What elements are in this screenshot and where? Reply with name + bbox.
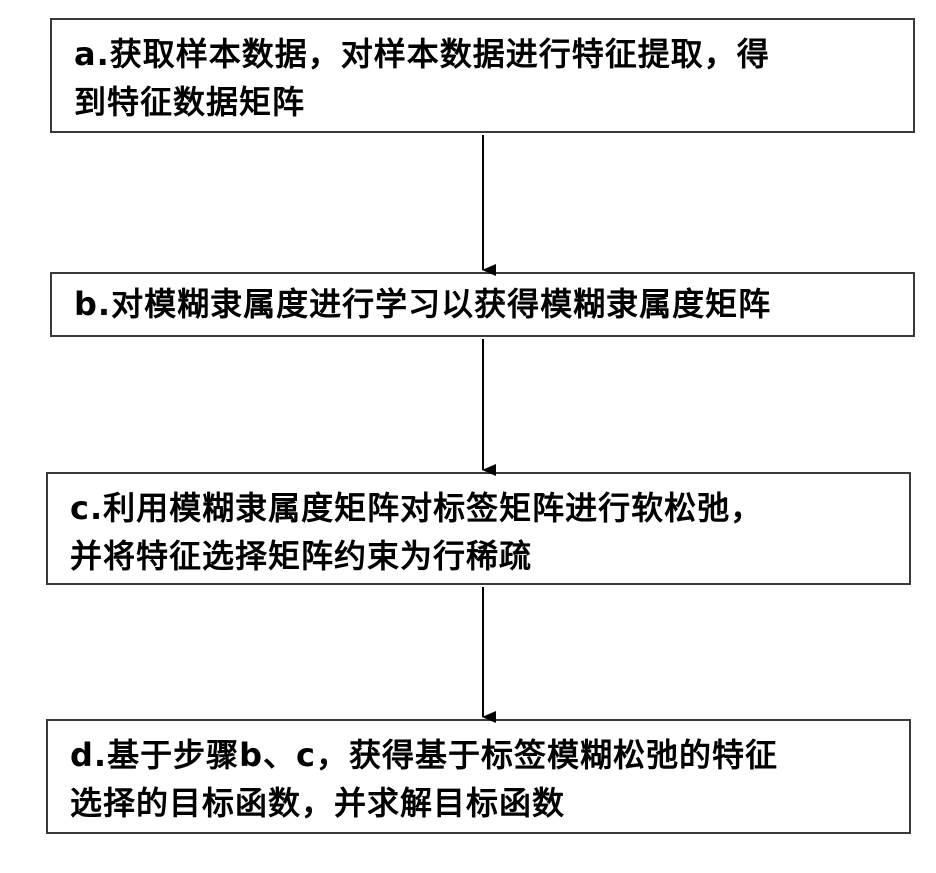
step-a-box: a.获取样本数据，对样本数据进行特征提取，得 到特征数据矩阵 <box>50 18 915 133</box>
step-c-line-2: 并将特征选择矩阵约束为行稀疏 <box>70 532 893 580</box>
step-a-line-2: 到特征数据矩阵 <box>74 78 897 126</box>
step-d-line-2: 选择的目标函数，并求解目标函数 <box>70 779 893 827</box>
step-b-box: b.对模糊隶属度进行学习以获得模糊隶属度矩阵 <box>50 272 915 337</box>
step-d-line-1: d.基于步骤b、c，获得基于标签模糊松弛的特征 <box>70 731 893 779</box>
step-a-line-1: a.获取样本数据，对样本数据进行特征提取，得 <box>74 30 897 78</box>
step-c-box: c.利用模糊隶属度矩阵对标签矩阵进行软松弛， 并将特征选择矩阵约束为行稀疏 <box>46 472 911 585</box>
step-c-line-1: c.利用模糊隶属度矩阵对标签矩阵进行软松弛， <box>70 484 893 532</box>
step-b-line-1: b.对模糊隶属度进行学习以获得模糊隶属度矩阵 <box>74 280 897 328</box>
step-d-box: d.基于步骤b、c，获得基于标签模糊松弛的特征 选择的目标函数，并求解目标函数 <box>46 719 911 834</box>
